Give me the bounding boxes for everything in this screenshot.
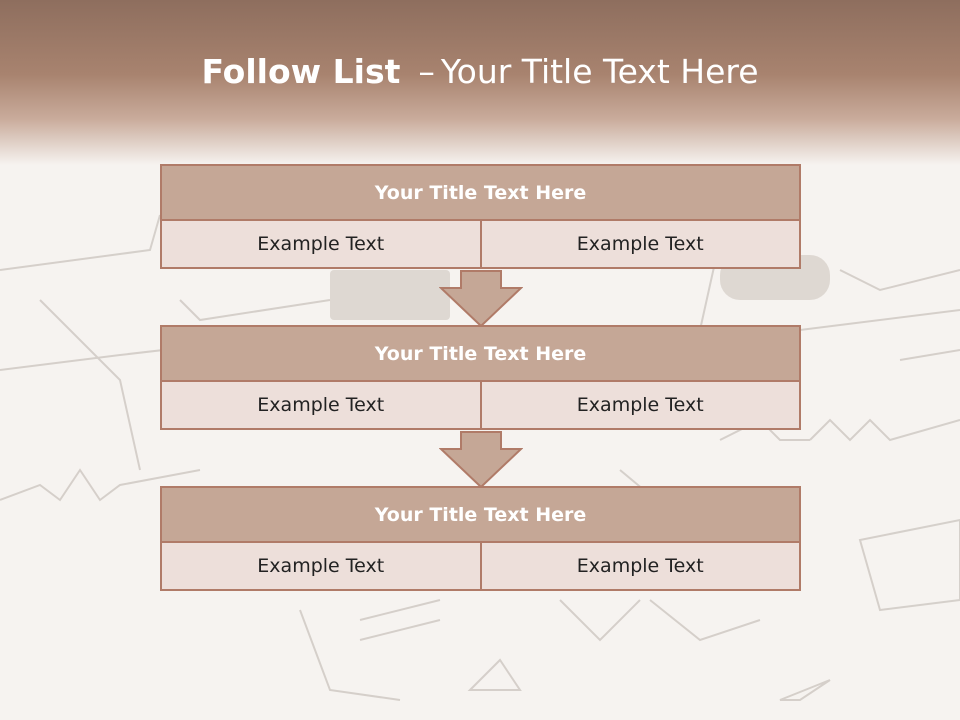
block-row: Example Text Example Text bbox=[160, 543, 801, 591]
block-row: Example Text Example Text bbox=[160, 221, 801, 269]
slide-title-rest: Your Title Text Here bbox=[440, 52, 759, 91]
block-title: Your Title Text Here bbox=[160, 164, 801, 221]
header-band bbox=[0, 0, 960, 165]
slide-title-bold: Follow List bbox=[201, 52, 401, 91]
down-arrow-icon bbox=[439, 431, 523, 489]
slide-title-separator: – bbox=[418, 52, 435, 91]
block-row: Example Text Example Text bbox=[160, 382, 801, 430]
block-cell-left: Example Text bbox=[160, 543, 482, 591]
block-cell-left: Example Text bbox=[160, 221, 482, 269]
slide-title: Follow List–Your Title Text Here bbox=[0, 52, 960, 91]
down-arrow-icon bbox=[439, 270, 523, 328]
block-title: Your Title Text Here bbox=[160, 325, 801, 382]
follow-block: Your Title Text Here Example Text Exampl… bbox=[160, 486, 801, 591]
follow-block: Your Title Text Here Example Text Exampl… bbox=[160, 164, 801, 269]
follow-block: Your Title Text Here Example Text Exampl… bbox=[160, 325, 801, 430]
block-title: Your Title Text Here bbox=[160, 486, 801, 543]
block-cell-right: Example Text bbox=[481, 382, 801, 430]
block-cell-left: Example Text bbox=[160, 382, 482, 430]
block-cell-right: Example Text bbox=[481, 221, 801, 269]
block-cell-right: Example Text bbox=[481, 543, 801, 591]
